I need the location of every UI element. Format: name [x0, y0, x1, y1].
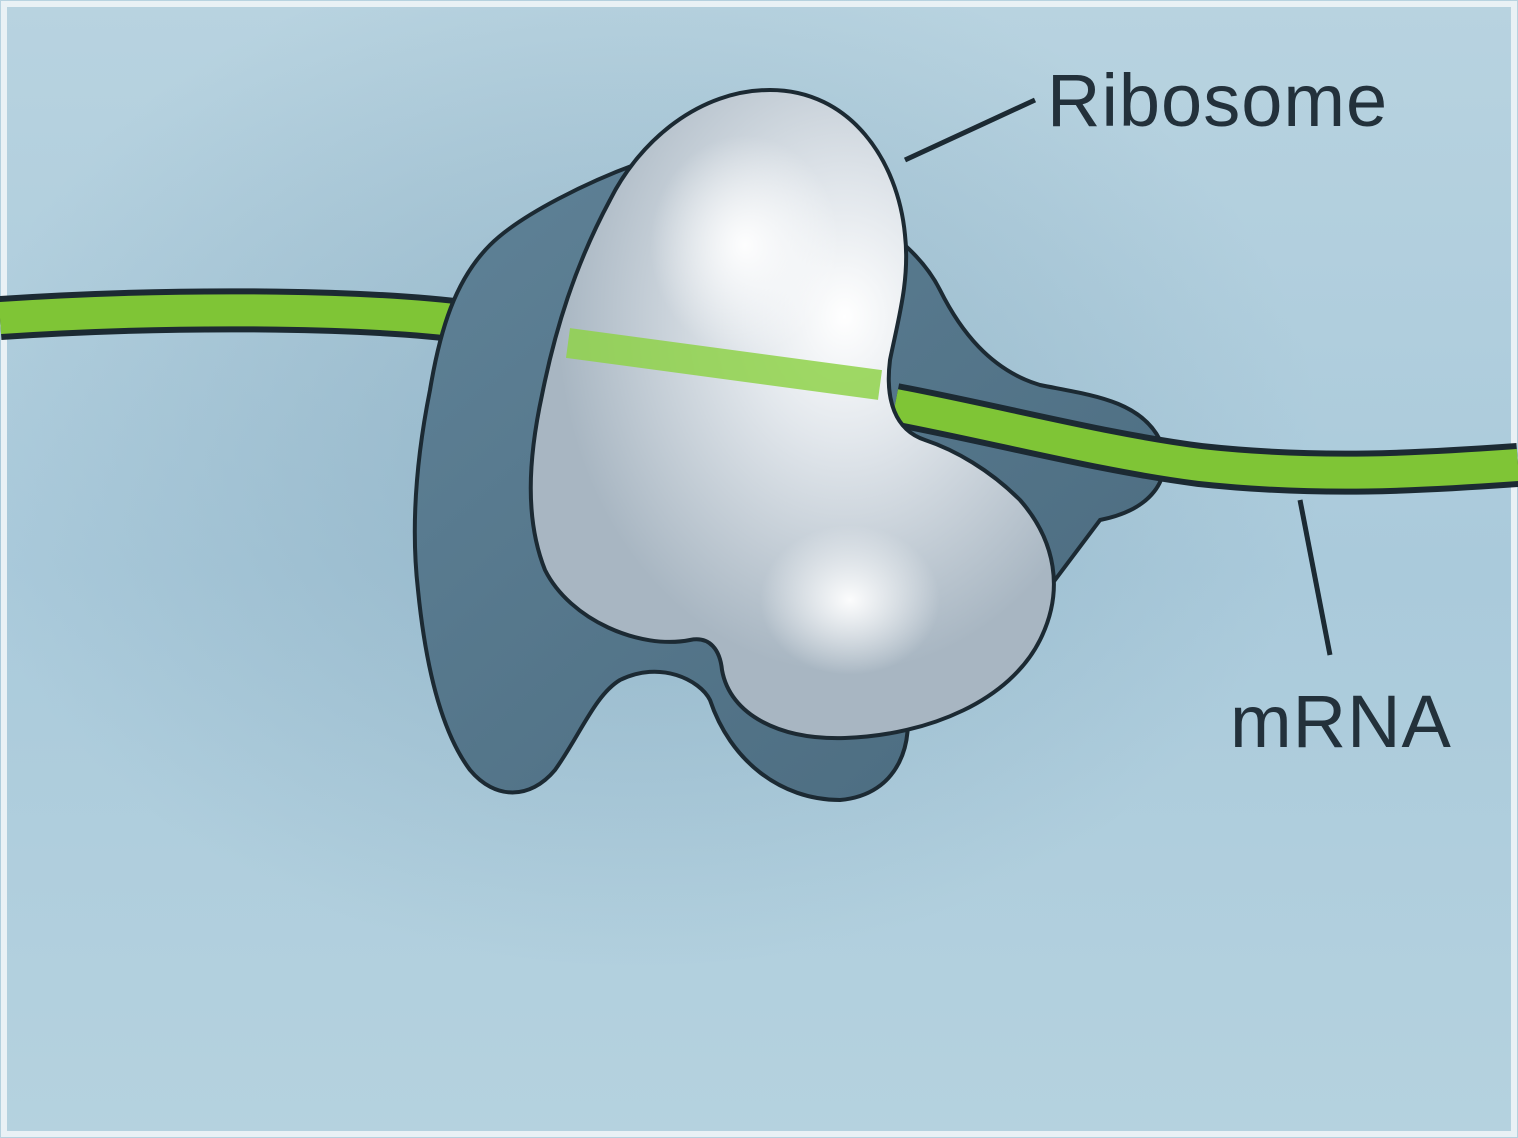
small-subunit-highlight-top [650, 135, 840, 355]
small-subunit-highlight-bottom [760, 525, 940, 675]
ribosome-label: Ribosome [1047, 64, 1388, 138]
mrna-label: mRNA [1230, 685, 1452, 759]
